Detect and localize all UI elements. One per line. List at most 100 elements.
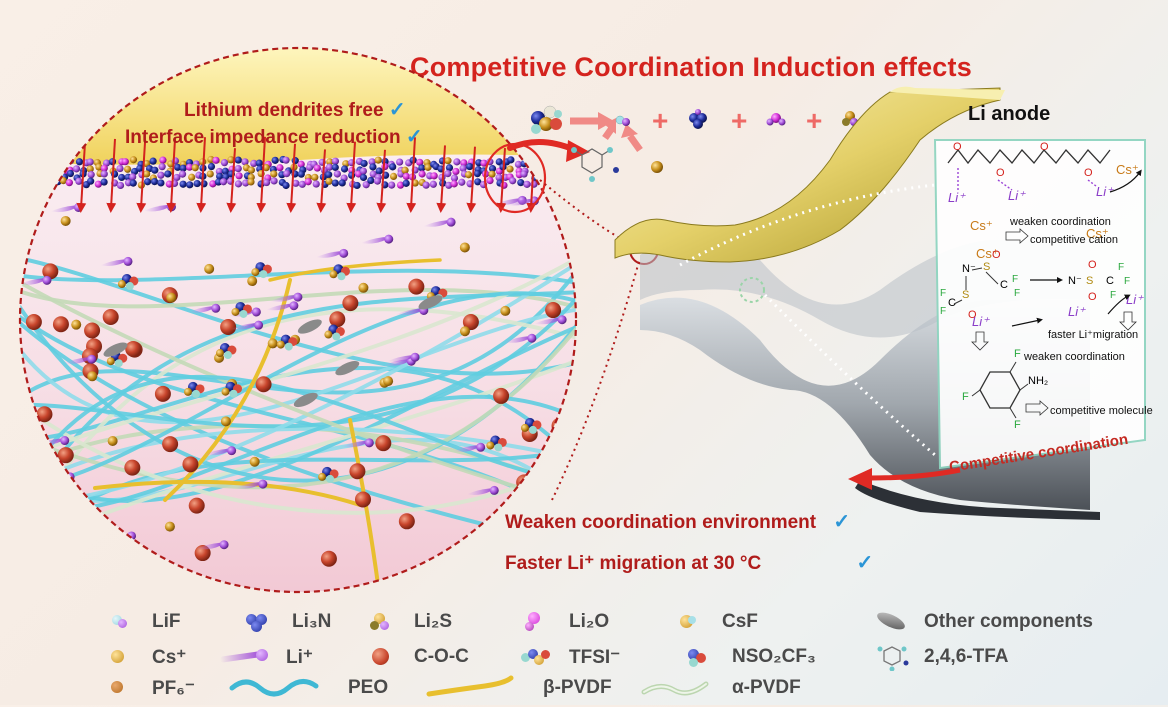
li-ion: [476, 442, 486, 452]
cs-ion: [87, 371, 98, 382]
sei-particle: [23, 159, 31, 167]
sei-particle: [32, 181, 40, 190]
sei-particle: [359, 173, 368, 182]
beta-pvdf-icon: [425, 674, 515, 702]
tfsi-atom: [324, 330, 333, 339]
deposition-arrow: [76, 142, 87, 213]
legend: LiF Li₃N Li₂S Li₂O CsF: [0, 600, 1168, 705]
li-ion-trail: [143, 204, 168, 212]
tfa-icon: [870, 643, 910, 672]
inset-li-2: Li⁺: [1008, 188, 1026, 203]
sei-particle: [488, 170, 496, 178]
coc-sphere: [34, 517, 51, 534]
sei-particle: [325, 163, 334, 171]
sei-particle: [164, 170, 172, 178]
sei-particle: [507, 156, 515, 164]
sei-particle: [452, 167, 460, 176]
li-ion: [26, 495, 36, 505]
sei-particle: [416, 158, 424, 166]
polymer-chain: [20, 426, 576, 498]
pf6-icon: [98, 674, 138, 702]
coc-sphere: [220, 319, 237, 336]
tfsi-atom: [125, 282, 134, 291]
deposition-arrow: [316, 149, 327, 213]
sei-particle: [234, 156, 242, 164]
coc-sphere: [398, 513, 415, 530]
li-ion: [60, 436, 70, 446]
sei-particle: [375, 167, 383, 175]
coc-sphere: [551, 417, 568, 434]
inset-o-4: O: [1084, 167, 1093, 179]
sei-particle: [369, 163, 377, 171]
sei-particle: [550, 173, 558, 182]
sei-particle: [430, 172, 438, 180]
tfsi-atom: [239, 309, 248, 318]
li-ion-trail: [360, 237, 385, 244]
cs-ion: [220, 416, 231, 427]
impedance-reduction-label: Interface impedance reduction ✓: [125, 124, 423, 149]
sei-particle: [495, 158, 503, 166]
sei-particle: [282, 156, 290, 164]
cs-ion: [249, 456, 260, 467]
coc-sphere: [354, 491, 371, 508]
li-ion: [527, 333, 537, 343]
sei-particle: [396, 158, 404, 166]
tfsi-atom: [318, 472, 327, 481]
sei-particle: [565, 173, 573, 181]
sei-particle: [488, 165, 497, 173]
inset-f-5: F: [1118, 262, 1124, 273]
li-ion: [258, 479, 268, 489]
sei-particle: [221, 167, 229, 175]
sei-particle: [53, 165, 61, 173]
deposition-arrow: [376, 149, 387, 213]
li-ion-trail: [63, 357, 88, 364]
tfsi-atom: [486, 441, 495, 450]
cs-ion: [204, 263, 215, 274]
sei-particle: [129, 173, 137, 181]
deposition-arrow: [406, 137, 417, 213]
tfsi-atom: [284, 342, 293, 351]
sei-particle: [429, 180, 437, 188]
sei-particle: [186, 181, 194, 189]
check-icon: ✓: [388, 99, 406, 121]
plus-3: +: [806, 105, 822, 136]
sei-particle: [159, 156, 167, 164]
csf-icon: [668, 608, 708, 636]
sei-particle: [453, 158, 461, 166]
sei-particle: [313, 164, 321, 172]
sei-particle: [509, 177, 517, 185]
inset-cs-2: Cs⁺: [970, 218, 993, 233]
inset-o-7: O: [1088, 259, 1097, 271]
sei-particle: [32, 163, 40, 172]
deposition-arrow: [106, 138, 117, 213]
nso2cf3-icon: [678, 643, 718, 671]
sei-particle: [466, 162, 474, 171]
sei-particle: [480, 159, 488, 167]
deposition-arrow: [346, 141, 357, 213]
sei-particle: [402, 179, 410, 187]
coc-sphere: [53, 533, 70, 550]
cs-ion: [164, 521, 175, 532]
sei-particle: [179, 164, 187, 172]
sei-particle: [389, 172, 398, 180]
other-components-icon: [870, 608, 910, 636]
tfsi-cluster: [531, 105, 562, 134]
sei-particle: [129, 179, 137, 187]
sei-particle: [362, 181, 370, 189]
sei-particle: [72, 165, 81, 173]
inset-f-10: F: [1014, 419, 1021, 431]
sei-particle: [353, 181, 361, 190]
polymer-chain: [20, 374, 576, 507]
sei-particle: [444, 170, 452, 178]
inset-weaken-1: weaken coordination: [1009, 216, 1111, 228]
tfsi-atom: [106, 357, 115, 366]
sei-particle: [31, 173, 39, 181]
coc-sphere: [52, 316, 69, 333]
sei-particle: [373, 177, 382, 185]
sei-particle: [235, 172, 243, 180]
sei-particle: [557, 160, 565, 169]
sei-particle: [445, 164, 454, 172]
tfsi-atom: [229, 389, 238, 398]
sei-particle: [100, 178, 108, 186]
weaken-env-text: Weaken coordination environment: [505, 512, 817, 533]
